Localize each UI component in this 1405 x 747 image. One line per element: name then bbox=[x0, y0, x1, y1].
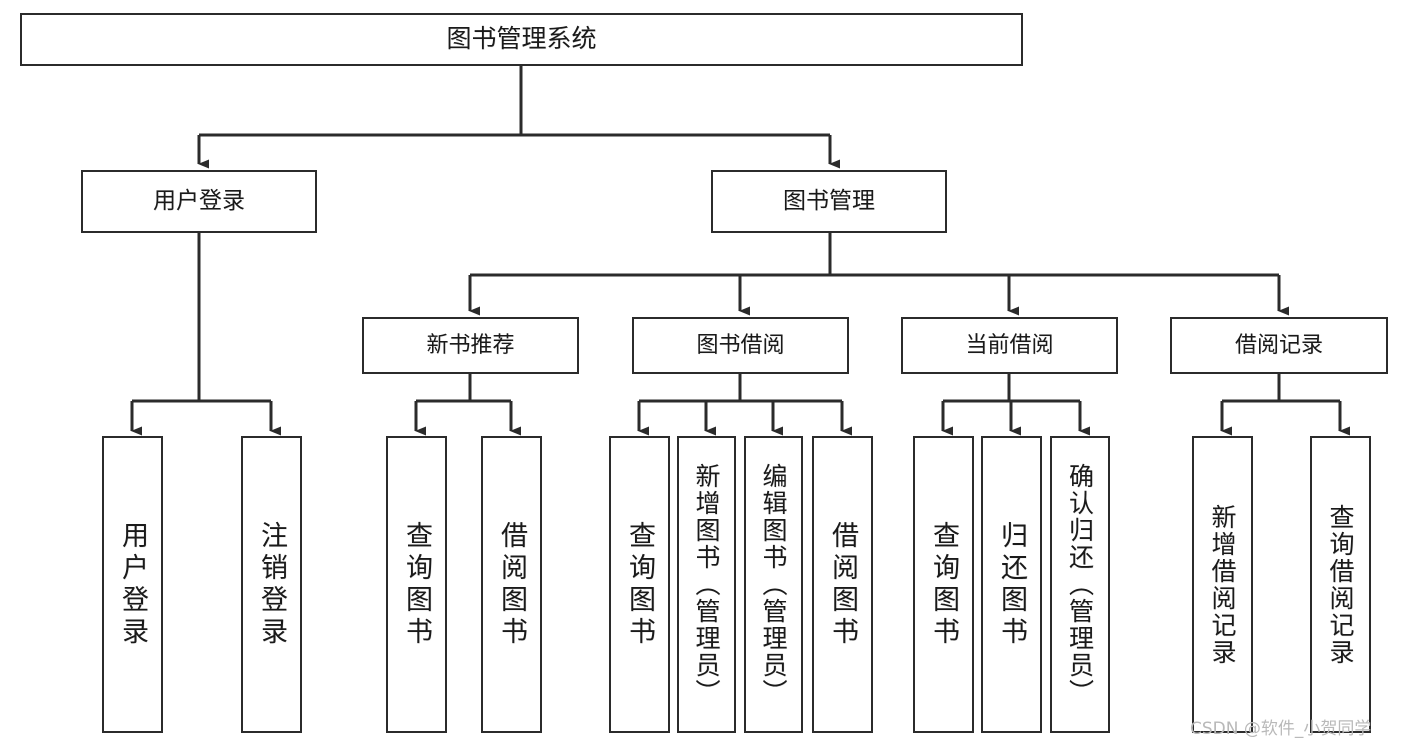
node-user-login-label: 用户登录 bbox=[153, 188, 245, 215]
node-current-borrow[interactable]: 当前借阅 bbox=[901, 317, 1118, 374]
leaf-query-borrow-record[interactable]: 查询借阅记录 bbox=[1310, 436, 1371, 733]
node-new-book-recommend-label: 新书推荐 bbox=[426, 332, 515, 358]
leaf-logout[interactable]: 注销登录 bbox=[241, 436, 302, 733]
node-user-login[interactable]: 用户登录 bbox=[81, 170, 317, 233]
leaf-query-book-current-label: 查询图书 bbox=[928, 520, 959, 649]
leaf-borrow-book-newbook[interactable]: 借阅图书 bbox=[481, 436, 542, 733]
leaf-edit-book-admin[interactable]: 编辑图书（管理员） bbox=[744, 436, 803, 733]
leaf-borrow-book-borrow-label: 借阅图书 bbox=[827, 520, 858, 649]
leaf-user-login[interactable]: 用户登录 bbox=[102, 436, 163, 733]
leaf-user-login-label: 用户登录 bbox=[117, 520, 148, 649]
node-new-book-recommend[interactable]: 新书推荐 bbox=[362, 317, 579, 374]
leaf-add-book-admin[interactable]: 新增图书（管理员） bbox=[677, 436, 736, 733]
leaf-borrow-book-borrow[interactable]: 借阅图书 bbox=[812, 436, 873, 733]
node-borrow-record-label: 借阅记录 bbox=[1234, 332, 1323, 358]
leaf-query-book-borrow[interactable]: 查询图书 bbox=[609, 436, 670, 733]
leaf-query-borrow-record-label: 查询借阅记录 bbox=[1326, 503, 1355, 666]
leaf-borrow-book-newbook-label: 借阅图书 bbox=[496, 520, 527, 649]
leaf-confirm-return-admin[interactable]: 确认归还（管理员） bbox=[1050, 436, 1110, 733]
node-book-management-label: 图书管理 bbox=[783, 188, 875, 215]
node-book-management[interactable]: 图书管理 bbox=[711, 170, 947, 233]
node-borrow-record[interactable]: 借阅记录 bbox=[1170, 317, 1388, 374]
leaf-edit-book-admin-label: 编辑图书（管理员） bbox=[759, 463, 788, 706]
leaf-confirm-return-admin-label: 确认归还（管理员） bbox=[1065, 463, 1095, 706]
leaf-return-book[interactable]: 归还图书 bbox=[981, 436, 1042, 733]
node-book-borrow[interactable]: 图书借阅 bbox=[632, 317, 849, 374]
node-current-borrow-label: 当前借阅 bbox=[965, 332, 1054, 358]
leaf-query-book-current[interactable]: 查询图书 bbox=[913, 436, 974, 733]
leaf-return-book-label: 归还图书 bbox=[996, 520, 1027, 649]
leaf-query-book-borrow-label: 查询图书 bbox=[624, 520, 655, 649]
node-book-borrow-label: 图书借阅 bbox=[696, 332, 785, 358]
node-root[interactable]: 图书管理系统 bbox=[20, 13, 1023, 66]
node-root-label: 图书管理系统 bbox=[446, 24, 597, 54]
leaf-query-book-newbook-label: 查询图书 bbox=[401, 520, 432, 649]
leaf-add-borrow-record-label: 新增借阅记录 bbox=[1208, 503, 1237, 666]
leaf-logout-label: 注销登录 bbox=[256, 520, 287, 649]
leaf-add-book-admin-label: 新增图书（管理员） bbox=[692, 463, 721, 706]
leaf-add-borrow-record[interactable]: 新增借阅记录 bbox=[1192, 436, 1253, 733]
leaf-query-book-newbook[interactable]: 查询图书 bbox=[386, 436, 447, 733]
